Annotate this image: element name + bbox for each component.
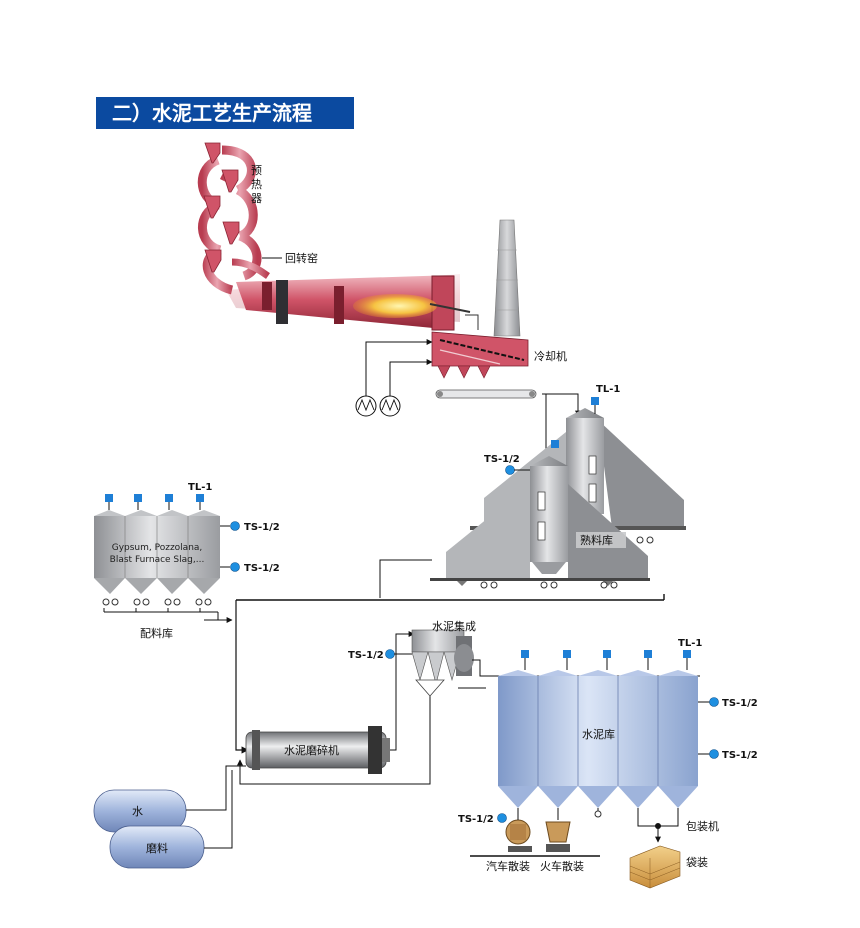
- grinding-material-tank: [109, 825, 205, 869]
- temp-sensor-icon: [385, 649, 395, 659]
- chimney: [493, 219, 521, 337]
- truck-bulk-loader: [505, 819, 532, 852]
- level-sensor-icon: [551, 440, 559, 448]
- cement-mill: [245, 726, 390, 774]
- rotary-kiln: [226, 274, 471, 331]
- level-sensor-row: [105, 494, 204, 510]
- preheater-tower: [197, 142, 270, 295]
- sensor-label-ts: TS-1/2: [722, 698, 758, 709]
- cement-collector-label: 水泥集成: [432, 619, 476, 633]
- packer-label: 包装机: [686, 819, 719, 833]
- raw-material-silos: [94, 510, 220, 594]
- sensor-label-ts: TS-1/2: [348, 650, 384, 661]
- cement-silo-label: 水泥库: [582, 728, 615, 741]
- truck-bulk-label: 汽车散装: [486, 859, 530, 873]
- sensor-label-ts: TS-1/2: [244, 563, 280, 574]
- preheater-label-char: 器: [251, 192, 262, 205]
- cooler-label: 冷却机: [534, 349, 567, 363]
- temp-sensor-icon: [505, 465, 515, 475]
- rotary-kiln-label: 回转窑: [285, 251, 318, 265]
- feeder-icon: [480, 536, 654, 589]
- sensor-label-ts: TS-1/2: [458, 814, 494, 825]
- sensor-label-tl: TL-1: [188, 482, 212, 493]
- temp-sensor-icon: [230, 521, 240, 531]
- cement-separator: [411, 629, 474, 697]
- fan-icon: [355, 395, 377, 417]
- level-sensor-icon: [591, 397, 599, 405]
- sensor-label-ts: TS-1/2: [244, 522, 280, 533]
- fan-icon: [379, 395, 401, 417]
- rail-bulk-label: 火车散装: [540, 859, 584, 873]
- temp-sensor-icon: [709, 697, 719, 707]
- raw-silo-content-2: Blast Furnace Slag,...: [110, 555, 205, 565]
- feeder-icon: [102, 598, 212, 606]
- raw-silo-content-1: Gypsum, Pozzolana,: [112, 543, 203, 553]
- water-label: 水: [132, 805, 143, 818]
- cement-silos: [498, 670, 698, 808]
- sensor-label-ts: TS-1/2: [484, 454, 520, 465]
- page-title: 二）水泥工艺生产流程: [96, 97, 354, 129]
- rail-bulk-loader: [545, 821, 571, 852]
- sensor-label-tl: TL-1: [596, 384, 620, 395]
- kiln-flame: [353, 294, 437, 318]
- cement-mill-label: 水泥磨碎机: [284, 743, 339, 757]
- grinding-material-label: 磨料: [146, 841, 168, 855]
- sensor-label-ts: TS-1/2: [722, 750, 758, 761]
- cooler: [431, 331, 529, 379]
- temp-sensor-icon: [497, 813, 507, 823]
- preheater-label-char: 热: [251, 178, 262, 191]
- clinker-silo-front: [430, 456, 650, 586]
- clinker-conveyor: [435, 389, 537, 399]
- clinker-silo-label: 熟料库: [580, 533, 613, 547]
- preheater-label: 预 热 器: [251, 164, 266, 205]
- temp-sensor-icon: [230, 562, 240, 572]
- cement-bags-pallet: [629, 845, 681, 889]
- sensor-label-tl: TL-1: [678, 638, 702, 649]
- temp-sensor-icon: [709, 749, 719, 759]
- level-sensor-row: [521, 650, 691, 670]
- raw-silo-label: 配料库: [140, 626, 173, 640]
- bagging-label: 袋装: [686, 855, 708, 869]
- preheater-label-char: 预: [251, 164, 262, 177]
